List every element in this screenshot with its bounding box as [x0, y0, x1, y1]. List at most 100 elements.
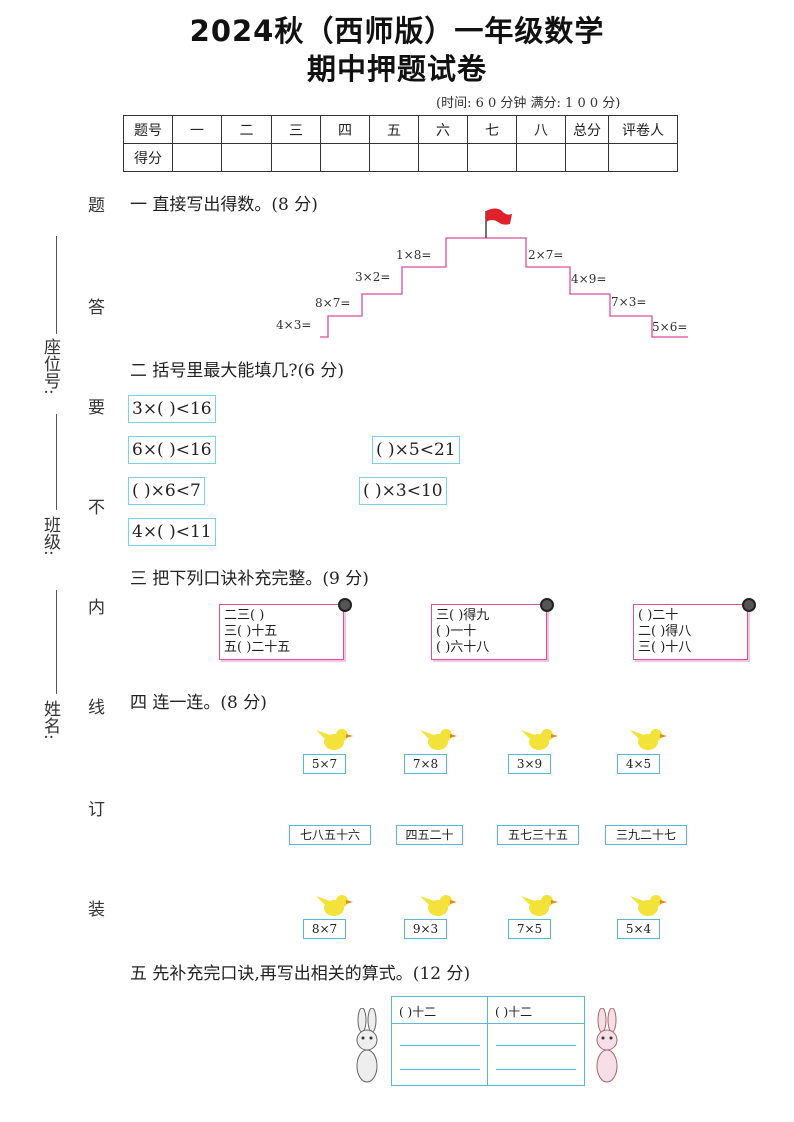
row-label: 得分 — [123, 143, 173, 172]
rhyme-line[interactable]: 二三( ) — [224, 608, 265, 623]
name-label: 姓名: — [40, 700, 60, 740]
answer-line[interactable] — [400, 1045, 480, 1046]
rhyme-note: 三( )得九 ( )一十 ( )六十八 — [431, 604, 547, 660]
bird-icon — [521, 895, 558, 916]
rhyme-line[interactable]: ( )一十 — [436, 624, 477, 639]
stairs-diagram — [320, 208, 688, 338]
stair-problem: 8×7= — [315, 296, 351, 310]
section4-title: 四 连一连。(8 分) — [130, 693, 267, 713]
page-title: 2024秋（西师版）一年级数学 — [189, 14, 605, 48]
score-cell[interactable] — [271, 143, 321, 172]
stair-problem: 1×8= — [396, 248, 432, 262]
seat-label: 座位号: — [40, 338, 60, 395]
rhyme-line[interactable]: 五( )二十五 — [224, 640, 291, 655]
header-cell: 一 — [172, 115, 222, 144]
class-label: 班级: — [40, 516, 60, 556]
rhyme-line[interactable]: 三( )十八 — [638, 640, 692, 655]
score-cell[interactable] — [608, 143, 678, 172]
header-cell: 五 — [369, 115, 419, 144]
inequality-box[interactable]: ( )×5<21 — [372, 436, 460, 464]
match-middle[interactable]: 三九二十七 — [605, 825, 687, 845]
bird-icon — [420, 729, 457, 750]
answer-line[interactable] — [496, 1069, 576, 1070]
bird-icon — [420, 895, 457, 916]
section5-title: 五 先补充完口诀,再写出相关的算式。(12 分) — [130, 964, 471, 984]
stair-problem: 5×6= — [652, 320, 688, 334]
stair-problem: 4×9= — [571, 272, 607, 286]
header-cell: 总分 — [565, 115, 609, 144]
score-cell[interactable] — [467, 143, 517, 172]
rhyme-note: 二三( ) 三( )十五 五( )二十五 — [219, 604, 344, 660]
rabbit-icon — [356, 1008, 378, 1083]
score-cell[interactable] — [418, 143, 468, 172]
inequality-box[interactable]: 6×( )<16 — [128, 436, 216, 464]
bird-icon — [521, 729, 558, 750]
section3-title: 三 把下列口诀补充完整。(9 分) — [130, 569, 369, 589]
pin-icon — [338, 598, 352, 612]
score-cell[interactable] — [369, 143, 419, 172]
name-line — [56, 590, 57, 694]
side-char: 内 — [84, 598, 104, 615]
flag-icon — [486, 208, 512, 225]
header-cell: 三 — [271, 115, 321, 144]
score-cell[interactable] — [221, 143, 272, 172]
rhyme-line[interactable]: ( )六十八 — [436, 640, 490, 655]
score-cell[interactable] — [172, 143, 222, 172]
stair-problem: 2×7= — [528, 248, 564, 262]
match-bottom[interactable]: 8×7 — [303, 919, 346, 939]
match-bottom[interactable]: 7×5 — [508, 919, 551, 939]
score-cell[interactable] — [516, 143, 566, 172]
side-char: 答 — [84, 298, 104, 315]
bird-icon — [630, 729, 667, 750]
match-top[interactable]: 3×9 — [508, 754, 551, 774]
score-table: 题号 一 二 三 四 五 六 七 八 总分 评卷人 得分 — [123, 115, 678, 172]
rhyme-note: ( )二十 二( )得八 三( )十八 — [633, 604, 748, 660]
header-cell: 二 — [221, 115, 272, 144]
match-middle[interactable]: 七八五十六 — [289, 825, 371, 845]
side-char: 要 — [84, 398, 104, 415]
match-bottom[interactable]: 5×4 — [617, 919, 660, 939]
score-cell[interactable] — [565, 143, 609, 172]
bird-icon — [316, 895, 353, 916]
rhyme-cell[interactable]: ( )十二 — [495, 1005, 533, 1019]
rhyme-cell[interactable]: ( )十二 — [399, 1005, 437, 1019]
header-cell: 题号 — [123, 115, 173, 144]
rabbit-icon — [596, 1008, 618, 1083]
match-middle[interactable]: 四五二十 — [396, 825, 463, 845]
section2-title: 二 括号里最大能填几?(6 分) — [130, 361, 345, 381]
answer-line[interactable] — [400, 1069, 480, 1070]
rhyme-line[interactable]: 二( )得八 — [638, 624, 692, 639]
match-top[interactable]: 4×5 — [617, 754, 660, 774]
inequality-box[interactable]: 3×( )<16 — [128, 395, 216, 423]
header-cell: 四 — [320, 115, 370, 144]
inequality-box[interactable]: ( )×3<10 — [359, 477, 447, 505]
match-top[interactable]: 5×7 — [303, 754, 346, 774]
stair-problem: 3×2= — [355, 270, 391, 284]
rhyme-line[interactable]: 三( )十五 — [224, 624, 278, 639]
side-char: 不 — [84, 498, 104, 515]
bird-icon — [630, 895, 667, 916]
match-bottom[interactable]: 9×3 — [404, 919, 447, 939]
stair-problem: 7×3= — [611, 295, 647, 309]
score-cell[interactable] — [320, 143, 370, 172]
rhyme-line[interactable]: ( )二十 — [638, 608, 679, 623]
inequality-box[interactable]: 4×( )<11 — [128, 518, 216, 546]
pin-icon — [742, 598, 756, 612]
match-top[interactable]: 7×8 — [404, 754, 447, 774]
header-cell: 六 — [418, 115, 468, 144]
side-char: 装 — [84, 900, 104, 917]
page-subtitle: 期中押题试卷 — [306, 52, 487, 86]
pin-icon — [540, 598, 554, 612]
header-cell: 七 — [467, 115, 517, 144]
bird-icon — [316, 729, 353, 750]
match-middle[interactable]: 五七三十五 — [497, 825, 579, 845]
answer-line[interactable] — [496, 1045, 576, 1046]
side-char: 订 — [84, 800, 104, 817]
seat-line — [56, 236, 57, 334]
side-char: 线 — [84, 698, 104, 715]
side-char: 题 — [84, 196, 104, 213]
rhyme-line[interactable]: 三( )得九 — [436, 608, 490, 623]
section1-title: 一 直接写出得数。(8 分) — [130, 195, 318, 215]
answer-table: ( )十二 ( )十二 — [391, 996, 585, 1086]
inequality-box[interactable]: ( )×6<7 — [128, 477, 205, 505]
